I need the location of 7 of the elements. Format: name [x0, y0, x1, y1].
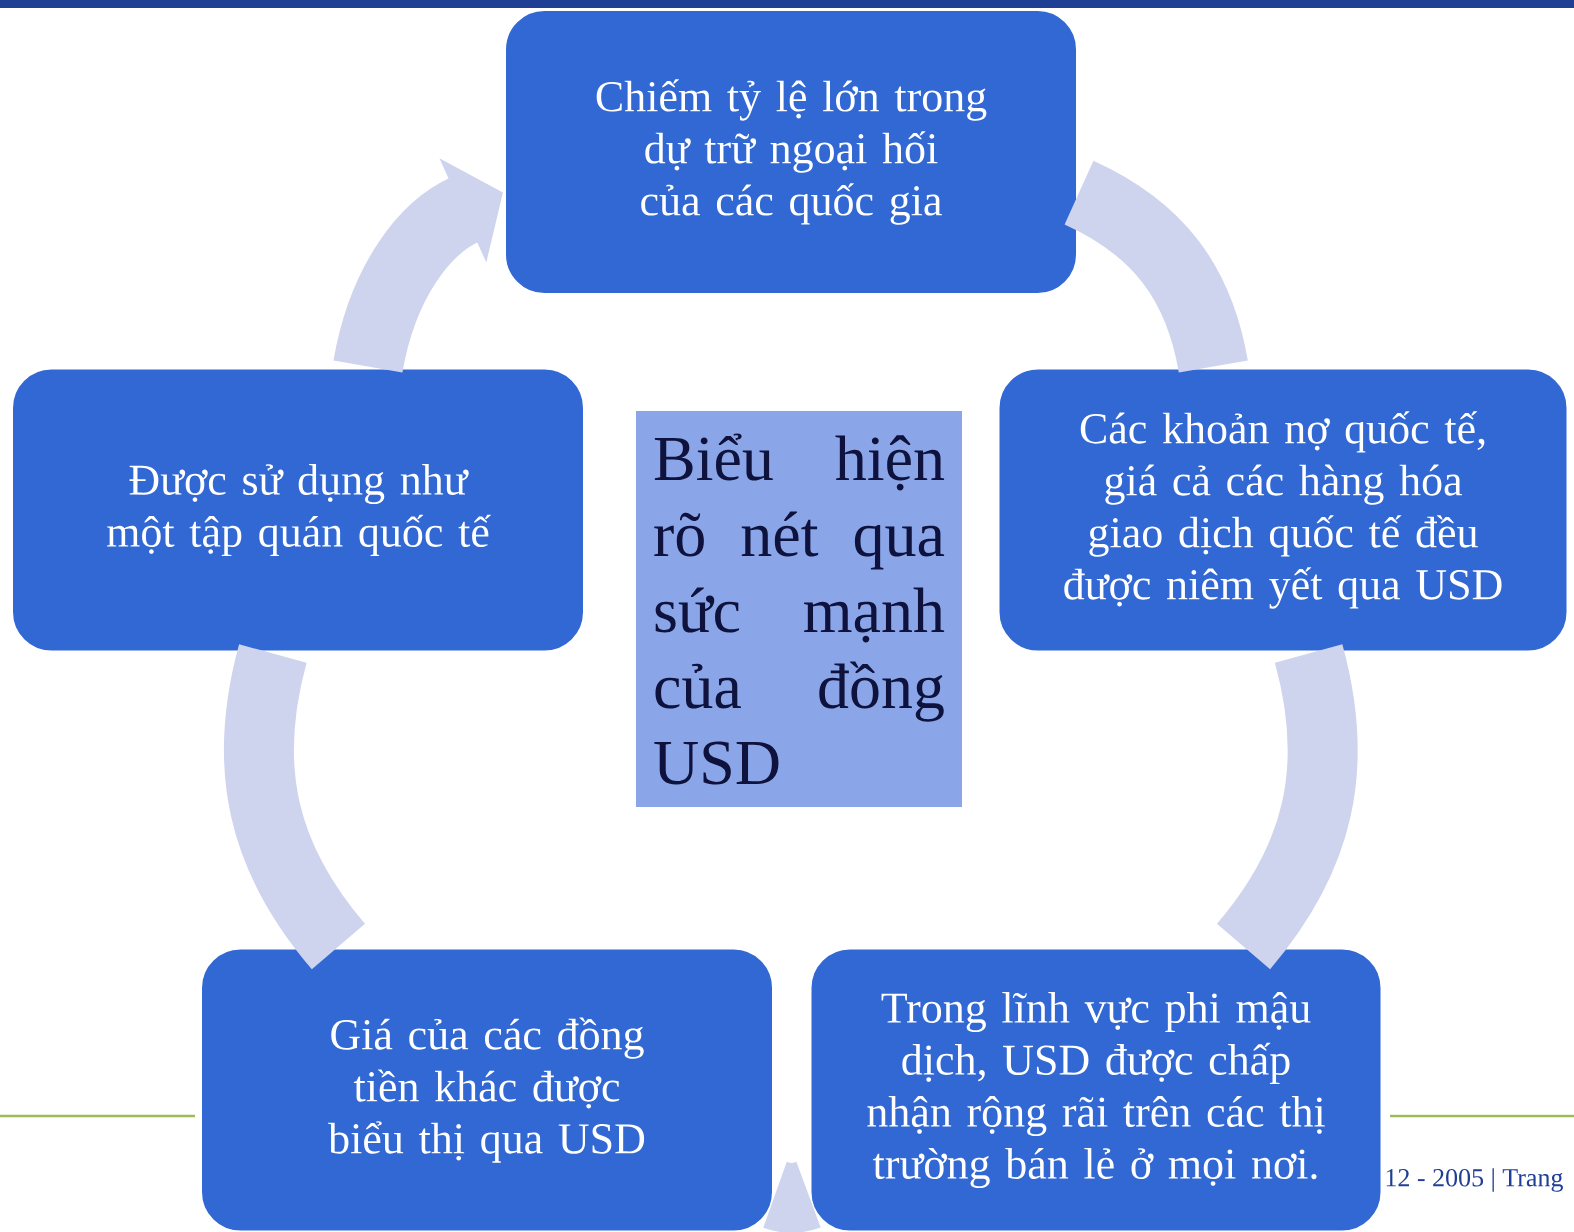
center-box: Biểu hiện rõ nét qua sức mạnh của đồng USD [630, 405, 968, 813]
process-box: Trong lĩnh vực phi mậu dịch, USD được chấp nhận rộng rãi trên các thị trường bán lẻ ở mọi nơi. [808, 946, 1384, 1232]
cycle-arrow [333, 158, 503, 374]
process-box: Chiếm tỷ lệ lớn trong dự trữ ngoại hối của các quốc gia [503, 8, 1079, 296]
process-box: Các khoản nợ quốc tế, giá cả các hàng hóa giao dịch quốc tế đều được niêm yết qua USD [996, 366, 1570, 654]
process-box: Giá của các đồng tiền khác được biểu thị qua USD [199, 946, 775, 1232]
process-box: Được sử dụng như một tập quán quốc tế [10, 366, 586, 654]
